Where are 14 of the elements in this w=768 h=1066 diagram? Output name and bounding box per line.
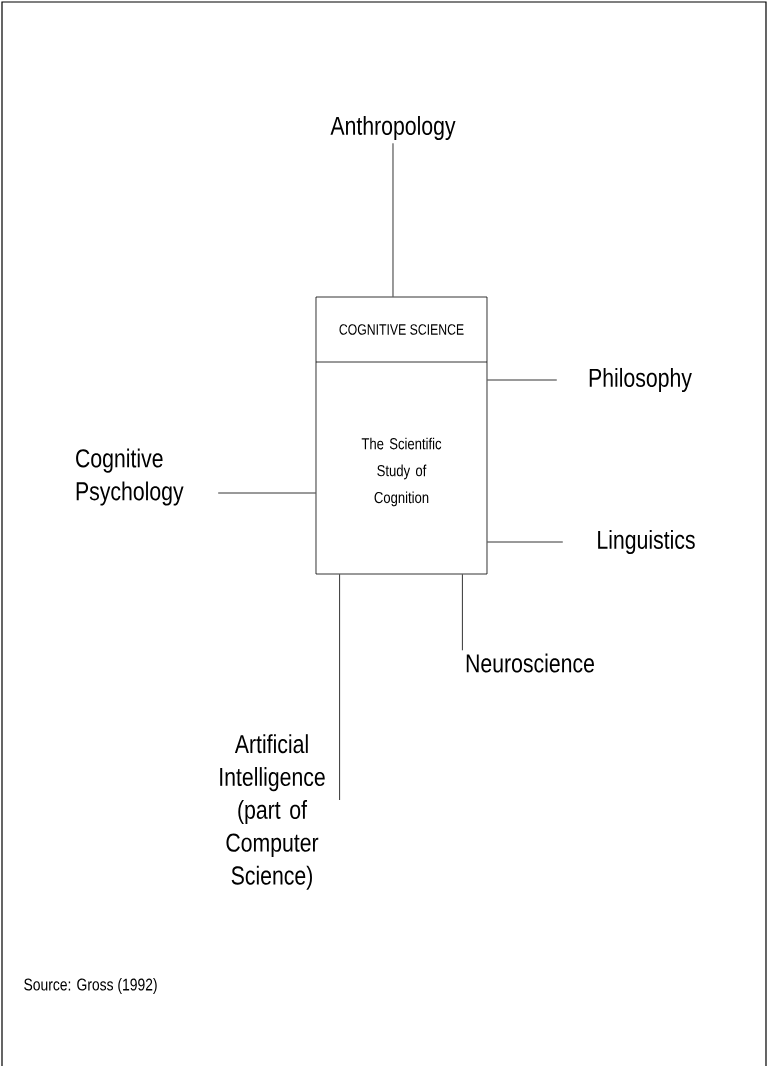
discipline-label: Philosophy xyxy=(589,367,692,393)
discipline-label: Neuroscience xyxy=(466,653,594,673)
source-note: Source: Gross (1992) xyxy=(24,978,157,994)
connector-line xyxy=(392,142,394,297)
connector-line xyxy=(462,574,463,651)
connector-line xyxy=(217,492,316,494)
connector-line xyxy=(487,541,564,543)
discipline-label: Cognitive Psychology xyxy=(76,448,184,506)
connector-line xyxy=(487,379,558,381)
concept-box: COGNITIVE SCIENCE The Scientific Study of Cognition xyxy=(315,296,488,575)
discipline-label: Artificial Intelligence (part of Computer Science) xyxy=(220,734,325,890)
discipline-label: Anthropology xyxy=(330,115,456,141)
discipline-label: Linguistics xyxy=(598,529,695,555)
connector-line xyxy=(339,574,340,801)
